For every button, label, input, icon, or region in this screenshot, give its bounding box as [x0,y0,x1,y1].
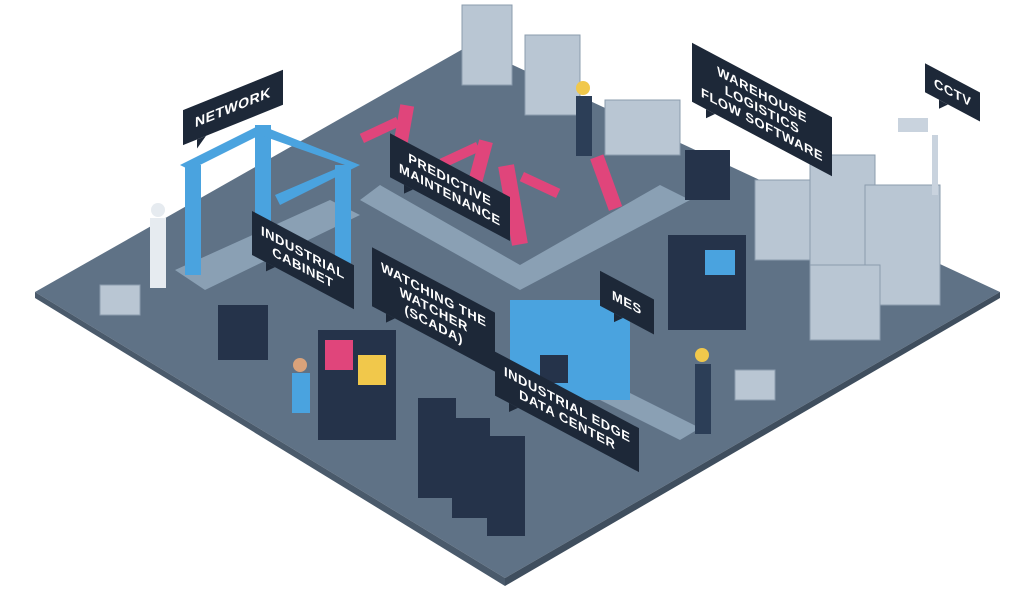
gantry-machine [180,125,360,275]
callout-text: MES [612,287,642,318]
cctv-camera [898,118,938,195]
conveyor-belt [360,185,690,290]
floor-edge [505,292,1000,586]
server-racks [218,150,730,536]
floor-edge [35,292,505,586]
pallet-boxes [99,4,941,401]
workers [150,81,711,434]
